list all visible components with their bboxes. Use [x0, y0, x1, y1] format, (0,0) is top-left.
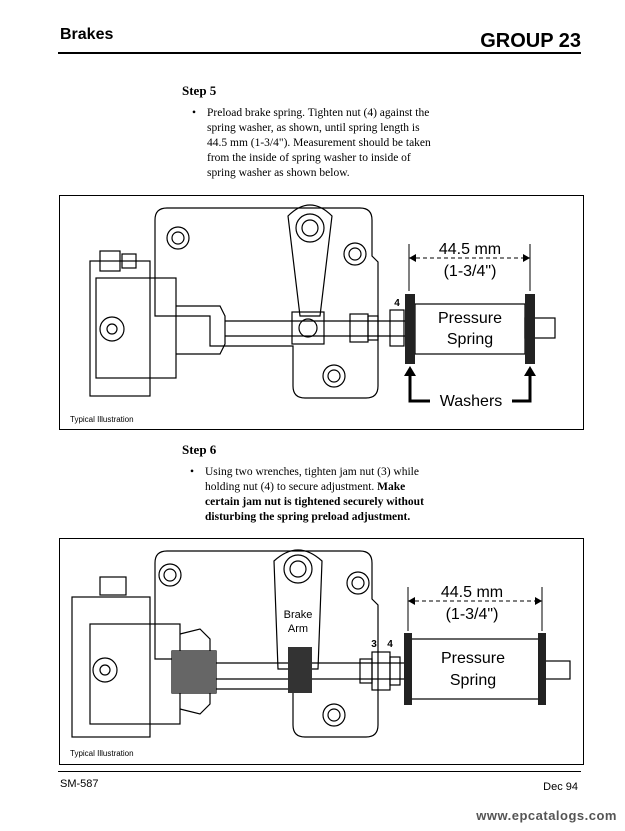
fig2-nut3-label: 3: [371, 639, 377, 650]
fig2-spring-label-2: Spring: [450, 672, 496, 689]
section-title: Brakes: [60, 26, 114, 43]
fig1-dim-mm: 44.5 mm: [439, 241, 501, 258]
step6-text: • Using two wrenches, tighten jam nut (3…: [190, 465, 450, 525]
step6-line-3: certain jam nut is tightened securely wi…: [205, 496, 424, 508]
fig2-spring-label-1: Pressure: [441, 650, 505, 667]
fig1-nut-label: 4: [394, 298, 400, 309]
fig1-spring-label-2: Spring: [447, 331, 493, 348]
header-rule: [58, 52, 581, 54]
step6-line-2-normal: holding nut (4) to secure adjustment.: [205, 481, 378, 493]
step6-line-2: holding nut (4) to secure adjustment. Ma…: [205, 480, 450, 495]
figure-2-caption: Typical Illustration: [70, 749, 134, 758]
fig2-arm-label-2: Arm: [288, 623, 308, 635]
step5-line-5: spring washer as shown below.: [207, 167, 350, 179]
figure-1-drawing: 44.5 mm (1-3/4") 4 Pressure Spring Washe…: [89, 204, 556, 410]
watermark: www.epcatalogs.com: [476, 808, 617, 823]
step5-bullet: •: [192, 107, 197, 119]
fig2-nut4-label: 4: [387, 639, 393, 650]
step6-title: Step 6: [182, 442, 217, 457]
step6-line-4: disturbing the spring preload adjustment…: [205, 511, 411, 523]
step5-line-3: 44.5 mm (1-3/4"). Measurement should be …: [207, 137, 431, 149]
step5-line-1: Preload brake spring. Tighten nut (4) ag…: [207, 107, 430, 119]
fig2-dim-mm: 44.5 mm: [441, 584, 503, 601]
step5-title: Step 5: [182, 83, 217, 98]
fig2-dim-in: (1-3/4"): [446, 606, 499, 623]
fig1-spring-label-1: Pressure: [438, 310, 502, 327]
figure-1: 44.5 mm (1-3/4") 4 Pressure Spring Washe…: [59, 195, 584, 430]
step6-bullet: •: [190, 466, 195, 478]
step6-line-1: Using two wrenches, tighten jam nut (3) …: [205, 466, 419, 478]
footer-rule: [58, 771, 581, 772]
step5-text: • Preload brake spring. Tighten nut (4) …: [192, 106, 447, 181]
doc-date: Dec 94: [543, 781, 578, 793]
step6-line-2-bold: Make: [377, 481, 406, 493]
doc-id: SM-587: [60, 778, 99, 790]
figure-1-caption: Typical Illustration: [70, 415, 134, 424]
fig1-dim-in: (1-3/4"): [444, 263, 497, 280]
step5-line-2: spring washer, as shown, until spring le…: [207, 122, 420, 134]
figure-2: 44.5 mm (1-3/4") Brake Arm 3 4 Pressure …: [59, 538, 584, 765]
fig1-washers-label: Washers: [440, 393, 503, 410]
step5-line-4: from the inside of spring washer to insi…: [207, 152, 411, 164]
figure-2-drawing: 44.5 mm (1-3/4") Brake Arm 3 4 Pressure …: [71, 549, 571, 738]
fig2-arm-label-1: Brake: [284, 609, 313, 621]
group-title: GROUP 23: [480, 30, 581, 52]
